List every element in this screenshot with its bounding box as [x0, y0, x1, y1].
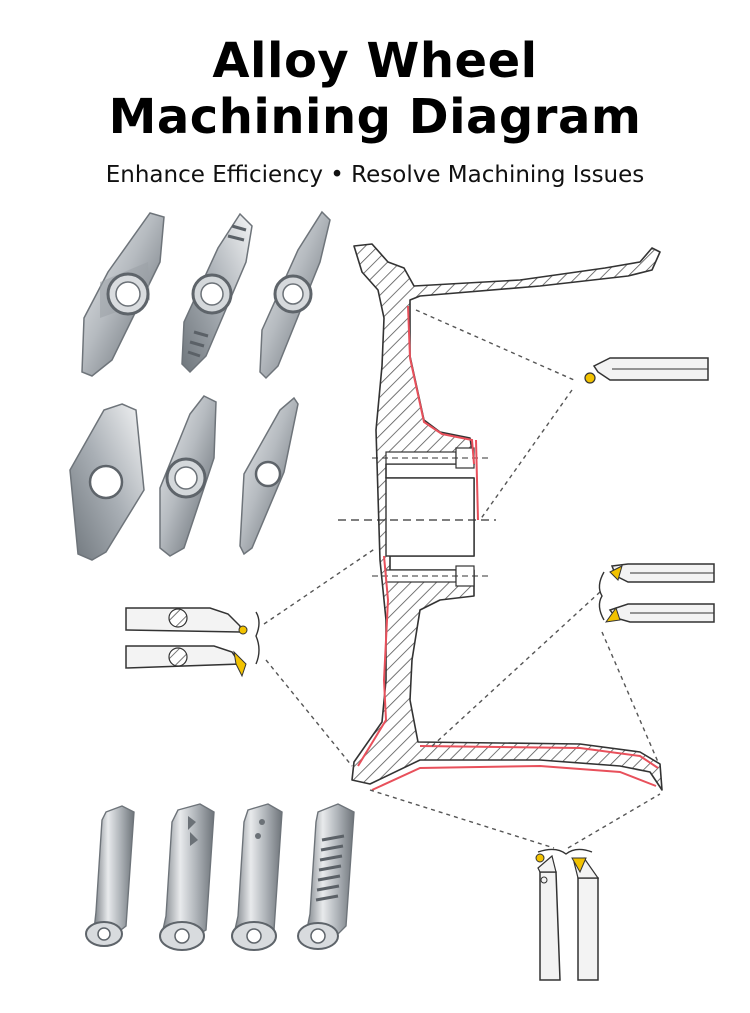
right-bracket: [598, 571, 605, 621]
boring-bar-round-icon: [125, 607, 248, 635]
chipbreaker-insert-icon: [159, 395, 217, 557]
boring-bar-icon: [584, 357, 709, 384]
turning-tool-icon: [609, 563, 715, 583]
leader-lines: [263, 309, 661, 849]
shank-tool-angled-icon: [571, 857, 600, 981]
bottom-bracket: [537, 848, 593, 855]
wiper-insert-icon: [69, 403, 145, 561]
serrated-v-insert-icon: [181, 212, 253, 374]
shank-tool-icon: [535, 853, 561, 981]
page-title-line-2: Machining Diagram: [108, 89, 642, 145]
round-nose-insert-icon: [81, 212, 165, 377]
v-insert-icon: [259, 210, 331, 380]
boring-bar-diamond-icon: [125, 645, 247, 678]
double-end-dotted-insert-icon: [231, 803, 283, 951]
double-end-insert-icon: [85, 805, 135, 947]
page-title-line-1: Alloy Wheel: [212, 33, 538, 89]
left-bracket: [255, 611, 260, 665]
double-end-serrated-insert-icon: [297, 803, 355, 950]
page-subtitle: Enhance Efficiency • Resolve Machining I…: [105, 162, 645, 188]
wheel-cross-section: [338, 243, 663, 791]
diamond-insert-icon: [239, 396, 299, 556]
facing-tool-icon: [604, 603, 715, 623]
double-end-chipbreaker-insert-icon: [159, 803, 215, 951]
